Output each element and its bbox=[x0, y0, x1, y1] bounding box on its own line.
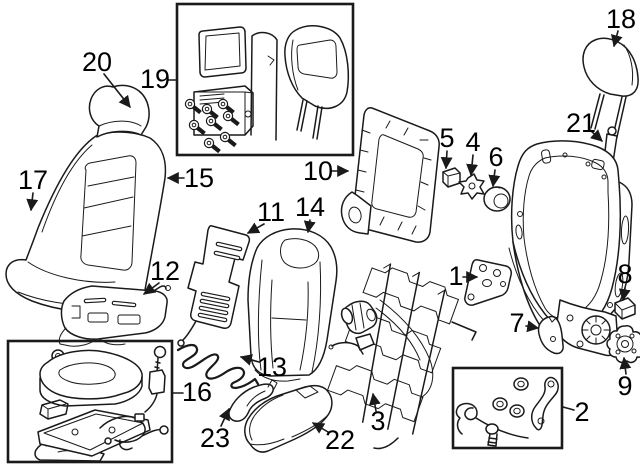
leader-11 bbox=[246, 222, 265, 234]
monitor-kit-art bbox=[185, 25, 350, 152]
cap-6-art bbox=[483, 186, 511, 212]
part-label-14[interactable]: 14 bbox=[295, 192, 325, 222]
part-label-16[interactable]: 16 bbox=[182, 377, 212, 407]
part-label-21[interactable]: 21 bbox=[566, 108, 596, 138]
part-label-2[interactable]: 2 bbox=[574, 397, 589, 427]
kit-box-16 bbox=[6, 339, 174, 464]
handle-kit-art bbox=[455, 376, 559, 447]
part-label-11[interactable]: 11 bbox=[257, 197, 285, 227]
adjuster-knob-9-art bbox=[606, 325, 640, 364]
part-label-9[interactable]: 9 bbox=[617, 371, 632, 401]
mount-bracket-1-art bbox=[464, 259, 512, 306]
lumbar-support-3-art bbox=[327, 263, 477, 450]
bracket-23-art bbox=[228, 379, 278, 422]
leader-5 bbox=[440, 150, 453, 170]
part-label-18[interactable]: 18 bbox=[606, 4, 636, 34]
part-label-10[interactable]: 10 bbox=[303, 156, 333, 186]
leader-3 bbox=[368, 392, 381, 412]
leader-14 bbox=[303, 219, 316, 234]
wire-13-art bbox=[176, 343, 260, 390]
part-label-1[interactable]: 1 bbox=[448, 261, 463, 291]
part-label-6[interactable]: 6 bbox=[488, 142, 503, 172]
callout-labels: 1 2 3 4 5 6 7 8 9 10 11 12 13 14 15 16 1… bbox=[18, 4, 636, 455]
leader-6 bbox=[488, 169, 501, 188]
part-label-13[interactable]: 13 bbox=[257, 352, 287, 382]
leader-4 bbox=[466, 154, 479, 177]
seat-back-cover-14-art bbox=[247, 228, 338, 382]
kit-box-2-border bbox=[451, 366, 564, 450]
leader-8 bbox=[618, 287, 631, 302]
part-label-19[interactable]: 19 bbox=[140, 64, 170, 94]
leader-2 bbox=[562, 406, 575, 411]
seat-assembly-art bbox=[5, 84, 167, 314]
seat-back-panel-10-art bbox=[340, 107, 440, 243]
part-label-8[interactable]: 8 bbox=[617, 259, 632, 289]
part-label-15[interactable]: 15 bbox=[184, 163, 214, 193]
seat-heater-12-art bbox=[58, 285, 171, 347]
part-label-4[interactable]: 4 bbox=[465, 127, 480, 157]
leader-23 bbox=[218, 407, 230, 427]
kit-box-16-border bbox=[6, 339, 174, 464]
leader-lines bbox=[26, 30, 632, 434]
part-label-7[interactable]: 7 bbox=[509, 308, 524, 338]
seat-back-heater-11-art bbox=[177, 225, 251, 347]
leader-20 bbox=[103, 73, 131, 108]
part-label-23[interactable]: 23 bbox=[200, 423, 230, 453]
leader-7 bbox=[525, 320, 540, 333]
leader-12 bbox=[143, 282, 160, 295]
leader-9 bbox=[619, 356, 632, 375]
side-shield-22-art bbox=[244, 384, 333, 453]
part-label-3[interactable]: 3 bbox=[370, 406, 385, 436]
part-label-5[interactable]: 5 bbox=[439, 123, 454, 153]
part-label-17[interactable]: 17 bbox=[18, 165, 48, 195]
part-label-22[interactable]: 22 bbox=[325, 425, 355, 455]
leader-21 bbox=[589, 129, 603, 142]
leader-22 bbox=[311, 422, 329, 434]
leader-13 bbox=[239, 354, 260, 366]
cap-8-art bbox=[614, 297, 636, 320]
cushion-kit-art bbox=[34, 345, 169, 462]
part-label-12[interactable]: 12 bbox=[150, 256, 180, 286]
clip-5-art bbox=[442, 167, 461, 188]
bracket-4-art bbox=[458, 173, 485, 200]
kit-box-2 bbox=[451, 366, 564, 450]
part-label-20[interactable]: 20 bbox=[82, 47, 112, 77]
seat-frame-art bbox=[508, 140, 633, 357]
leader-17 bbox=[26, 192, 39, 212]
kit-box-19 bbox=[175, 2, 355, 157]
leader-18 bbox=[610, 30, 623, 48]
